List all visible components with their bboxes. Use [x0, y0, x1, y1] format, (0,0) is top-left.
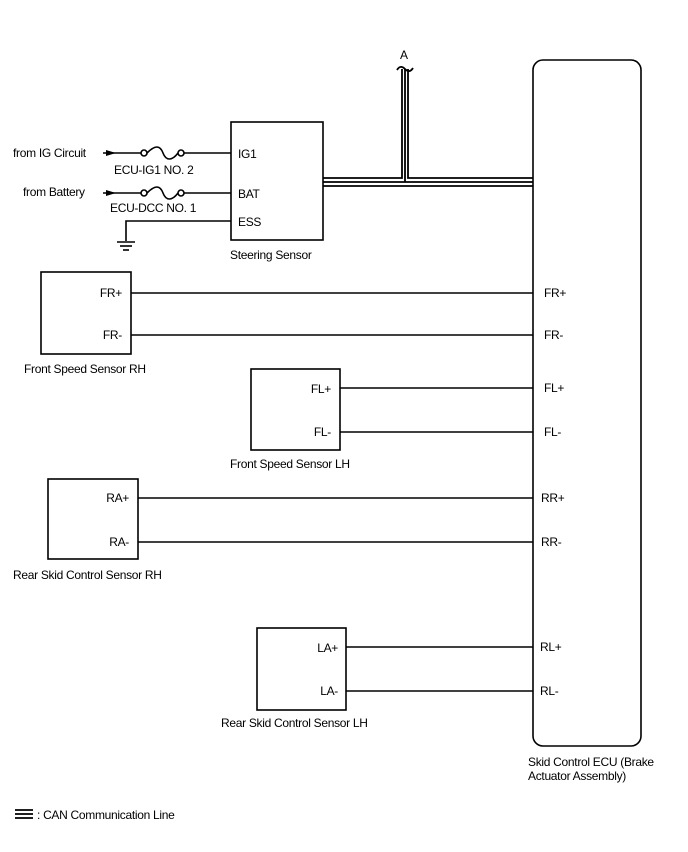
sensor-label: Front Speed Sensor RH: [24, 362, 146, 376]
sensor-label: Front Speed Sensor LH: [230, 457, 350, 471]
pin-bat: BAT: [238, 187, 261, 201]
ig-source-label: from IG Circuit: [13, 146, 87, 160]
ecu-label-line1: Skid Control ECU (Brake: [528, 755, 654, 769]
skid-control-ecu-box: [532, 59, 642, 747]
ecu-pin: FL+: [544, 381, 564, 395]
sensor-label: Rear Skid Control Sensor LH: [221, 716, 368, 730]
sensor-pin-minus: RA-: [109, 535, 129, 549]
ecu-pin: RR+: [541, 491, 565, 505]
ecu-pin: FR+: [544, 286, 566, 300]
ecu-pin: FL-: [544, 425, 561, 439]
pin-ess: ESS: [238, 215, 261, 229]
rear-skid-control-sensor-lh-box: [256, 627, 347, 711]
sensor-pin-minus: FR-: [103, 328, 122, 342]
bat-wire: [103, 186, 231, 200]
fuse-icon: [146, 186, 179, 200]
steering-sensor-label: Steering Sensor: [230, 248, 312, 262]
front-speed-sensor-lh-box: [250, 368, 341, 451]
sensor-pin-plus: LA+: [317, 641, 338, 655]
can-line-legend-icon: [15, 809, 33, 819]
sensor-pin-plus: RA+: [106, 491, 129, 505]
rear-skid-control-sensor-rh-box: [47, 478, 139, 560]
bat-source-label: from Battery: [23, 185, 85, 199]
fuse-icon: [146, 146, 179, 160]
steering-sensor-box: [230, 121, 324, 241]
ig1-wire: [103, 146, 231, 160]
ecu-pin: FR-: [544, 328, 563, 342]
sensor-pin-minus: LA-: [320, 684, 338, 698]
fuse-bat-label: ECU-DCC NO. 1: [110, 201, 197, 215]
ecu-pin: RL+: [540, 640, 562, 654]
sensor-pin-plus: FR+: [100, 286, 122, 300]
sensor-pin-plus: FL+: [311, 382, 331, 396]
ecu-label-line2: Actuator Assembly): [528, 769, 626, 783]
front-speed-sensor-rh-box: [40, 271, 132, 355]
can-bus: [323, 65, 533, 187]
connector-a-label: A: [400, 48, 408, 62]
sensor-pin-minus: FL-: [314, 425, 331, 439]
ecu-pin: RR-: [541, 535, 562, 549]
ground-icon: [117, 241, 135, 251]
ess-wire: [125, 220, 231, 241]
fuse-ig-label: ECU-IG1 NO. 2: [114, 163, 194, 177]
can-legend-label: : CAN Communication Line: [37, 808, 175, 822]
sensor-label: Rear Skid Control Sensor RH: [13, 568, 162, 582]
pin-ig1: IG1: [238, 147, 257, 161]
ecu-pin: RL-: [540, 684, 559, 698]
